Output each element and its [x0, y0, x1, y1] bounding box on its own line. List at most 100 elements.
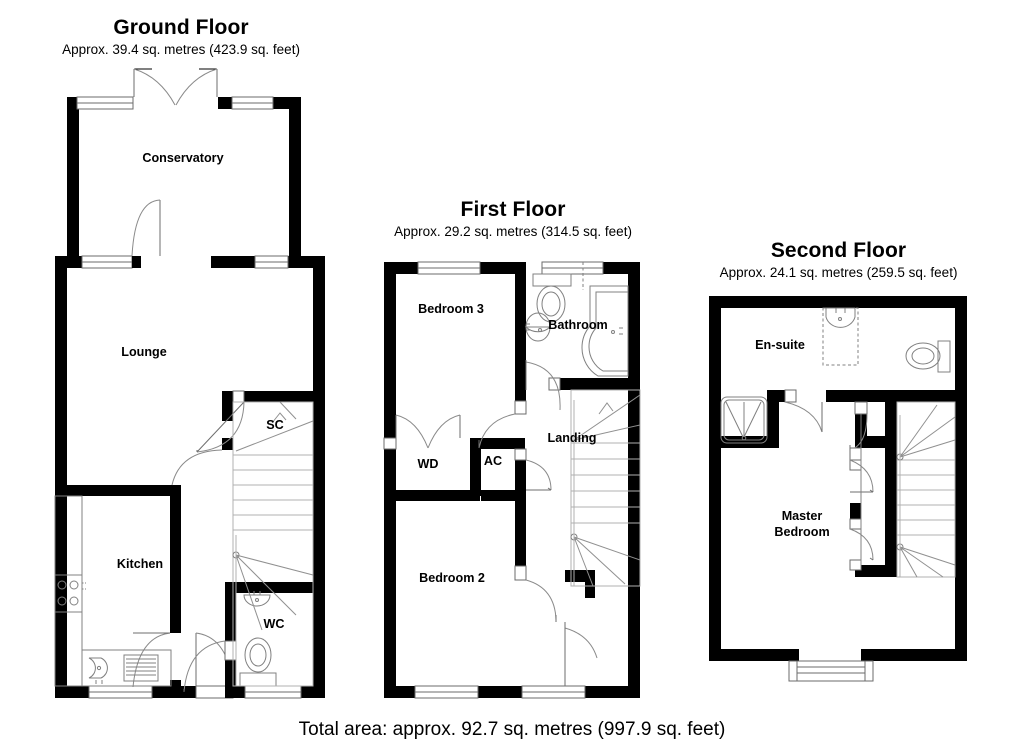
wall-sf-right — [955, 296, 967, 661]
hob-icon — [54, 574, 86, 613]
wall-sf-bay-left — [793, 649, 799, 661]
wall-house-left — [55, 256, 67, 698]
room-label-kitchen: Kitchen — [117, 557, 163, 571]
wall-ff-top-right — [603, 262, 640, 274]
door-bedroom2[interactable] — [514, 565, 557, 622]
total-area-text: Total area: approx. 92.7 sq. metres (997… — [298, 719, 726, 740]
ground-floor-plan: Conservatory Lounge Kitchen SC WC — [54, 68, 325, 699]
wall-bedroom2-landing — [515, 490, 526, 580]
wash-basin-icon — [243, 591, 271, 607]
door-ac-cupboard[interactable] — [514, 448, 552, 491]
wall-kitchen-hall — [170, 485, 181, 633]
wall-wd-ac-divider — [470, 449, 481, 496]
wall-conservatory-top-right — [273, 97, 301, 109]
room-label-ac: AC — [484, 454, 502, 468]
staircase-second — [896, 401, 956, 578]
wall-sf-left — [709, 296, 721, 661]
bath-icon — [581, 262, 629, 377]
wall-landing-bottom — [855, 436, 889, 448]
room-label-lounge: Lounge — [121, 345, 166, 359]
wall-ff-top-mid — [480, 262, 525, 274]
room-label-bedroom3: Bedroom 3 — [418, 302, 484, 316]
wall-conservatory-top-left — [67, 97, 77, 109]
kitchen-units — [54, 495, 172, 687]
bay-window-master — [788, 660, 874, 682]
toilet-icon — [532, 273, 572, 323]
window-conservatory-top-right — [231, 96, 274, 110]
wall-wc-left — [225, 593, 236, 641]
door-bathroom[interactable] — [525, 360, 561, 411]
wall-hall-stairs-mid — [222, 438, 233, 450]
wall-shower-recess-bottom — [709, 436, 779, 448]
door-ensuite[interactable] — [784, 389, 823, 433]
first-floor-subtitle: Approx. 29.2 sq. metres (314.5 sq. feet) — [394, 224, 632, 239]
wall-house-bottom-left — [55, 686, 89, 698]
wash-basin-icon — [822, 307, 859, 366]
wall-ac-bottom — [481, 490, 526, 501]
wash-basin-icon — [524, 312, 552, 342]
wall-conservatory-left — [67, 97, 79, 268]
room-label-landing: Landing — [548, 431, 597, 445]
door-landing-lower[interactable] — [564, 570, 598, 686]
wall-ff-bottom-mid — [478, 686, 522, 698]
wall-bedroom3-bathroom — [515, 262, 526, 390]
wall-bedroom3-landing-stub — [515, 379, 526, 401]
room-label-master-bedroom-line1: Master — [782, 509, 823, 523]
wall-ff-bottom-right — [585, 686, 640, 698]
staircase-first — [570, 389, 641, 587]
wall-wc-top — [225, 582, 325, 593]
wall-wc-left-lower — [225, 660, 236, 698]
door-kitchen[interactable] — [126, 632, 171, 688]
wall-wd-ac-top — [470, 438, 525, 449]
wall-conservatory-lounge-right — [211, 256, 255, 268]
wall-bathroom-landing — [560, 378, 640, 390]
wall-ff-left — [384, 262, 396, 698]
window-kitchen-front — [88, 685, 153, 699]
door-wd-cupboard[interactable] — [383, 414, 461, 450]
second-floor-subtitle: Approx. 24.1 sq. metres (259.5 sq. feet) — [719, 265, 958, 280]
wall-master-right-upper — [885, 402, 897, 576]
door-sc[interactable] — [196, 390, 245, 453]
first-floor-heading: First Floor Approx. 29.2 sq. metres (314… — [383, 198, 643, 241]
room-label-bedroom2: Bedroom 2 — [419, 571, 485, 585]
wall-wd-bottom — [384, 490, 480, 501]
staircase-ground — [232, 401, 314, 687]
wall-house-right — [313, 256, 325, 698]
shower-tray-icon — [720, 396, 768, 444]
wall-sc-top2 — [284, 391, 325, 402]
ground-floor-title: Ground Floor — [113, 16, 249, 39]
sink-icon — [88, 657, 108, 684]
ground-floor-heading: Ground Floor Approx. 39.4 sq. metres (42… — [36, 16, 326, 59]
door-conservatory-lounge[interactable] — [131, 199, 161, 268]
wall-sf-bay-right — [861, 649, 867, 661]
wall-sc-top — [222, 391, 284, 402]
room-label-bathroom: Bathroom — [548, 318, 607, 332]
room-label-wd: WD — [418, 457, 439, 471]
wall-ff-top-left — [384, 262, 418, 274]
wall-shower-recess-right — [767, 390, 779, 447]
wall-house-bottom-right — [301, 686, 325, 698]
wardrobe-doors-master[interactable] — [849, 414, 874, 571]
door-lounge-hall[interactable] — [171, 438, 223, 486]
wall-sf-bottom-left — [709, 649, 793, 661]
room-label-sc: SC — [266, 418, 284, 432]
wall-ensuite-bottom-right — [826, 390, 967, 402]
wall-conservatory-right — [289, 97, 301, 268]
wall-ac-right — [515, 449, 526, 501]
door-bedroom3[interactable] — [478, 400, 527, 449]
wall-kitchen-hall-lower — [170, 680, 181, 698]
room-label-master-bedroom-line2: Bedroom — [774, 525, 829, 539]
window-bedroom2-left — [414, 685, 479, 699]
wall-lounge-kitchen — [55, 485, 181, 496]
room-label-wc: WC — [264, 617, 285, 631]
ground-floor-subtitle: Approx. 39.4 sq. metres (423.9 sq. feet) — [62, 42, 300, 57]
ensuite-fixtures — [720, 307, 951, 444]
wc-fixtures — [239, 591, 277, 687]
window-conservatory-top-left — [76, 96, 134, 110]
french-doors-conservatory[interactable] — [133, 68, 218, 106]
toilet-icon — [905, 340, 951, 373]
drainer-icon — [123, 654, 159, 682]
second-floor-plan: En-suite Master Bedroom — [709, 296, 967, 682]
wall-master-right-lower — [855, 565, 897, 577]
